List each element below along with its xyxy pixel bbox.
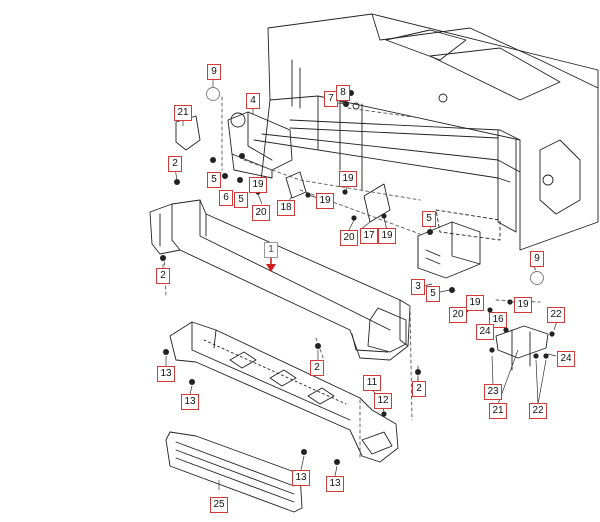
callout-part-13: 13: [157, 366, 175, 382]
callout-part-19: 19: [339, 171, 357, 187]
lower-absorber: [169, 321, 399, 463]
nut-icon: [351, 215, 357, 221]
callout-part-6: 6: [219, 190, 233, 206]
bolt-icon: [189, 379, 195, 385]
callout-part-8: 8: [336, 85, 350, 101]
bolt-icon: [543, 353, 549, 359]
callout-part-2: 2: [310, 360, 324, 376]
bolt-icon: [503, 327, 509, 333]
bolt-icon: [239, 153, 245, 159]
bracket-part-17: [363, 183, 391, 223]
bolt-icon: [315, 343, 321, 349]
bolt-icon: [549, 331, 555, 337]
callout-part-25: 25: [210, 497, 228, 513]
bolt-icon: [415, 369, 421, 375]
callout-part-21: 21: [489, 403, 507, 419]
bolt-icon: [160, 255, 166, 261]
bolt-icon: [381, 213, 387, 219]
callout-part-23: 23: [484, 384, 502, 400]
washer-icon: [530, 271, 544, 285]
bumper-reinforcement-bar: [149, 199, 411, 361]
bolt-icon: [237, 177, 243, 183]
bolt-icon: [174, 179, 180, 185]
bracket-assembly-right: [495, 325, 549, 371]
bracket-part-4: [227, 111, 293, 179]
callout-part-5: 5: [234, 192, 248, 208]
clip-icon: [489, 347, 495, 353]
bolt-icon: [334, 459, 340, 465]
callout-part-11: 11: [363, 375, 381, 391]
callout-part-2: 2: [412, 381, 426, 397]
vehicle-front-structure: [253, 13, 599, 251]
callout-part-21: 21: [174, 105, 192, 121]
bolt-icon: [533, 353, 539, 359]
callout-part-18: 18: [277, 200, 295, 216]
callout-part-13: 13: [292, 470, 310, 486]
callout-part-5: 5: [207, 172, 221, 188]
callout-part-17: 17: [360, 228, 378, 244]
bolt-icon: [301, 449, 307, 455]
washer-icon: [206, 87, 220, 101]
callout-part-20: 20: [252, 205, 270, 221]
nut-icon: [342, 189, 348, 195]
callout-part-19: 19: [316, 193, 334, 209]
callout-part-5: 5: [422, 211, 436, 227]
bracket-part-3: [417, 221, 481, 279]
clip-icon: [381, 411, 387, 417]
callout-part-2: 2: [156, 268, 170, 284]
callout-part-24: 24: [557, 351, 575, 367]
callout-part-9: 9: [530, 251, 544, 267]
callout-part-19: 19: [466, 295, 484, 311]
callout-part-2: 2: [168, 156, 182, 172]
callout-part-19: 19: [514, 297, 532, 313]
callout-part-9: 9: [207, 64, 221, 80]
callout-part-19: 19: [378, 228, 396, 244]
bracket-part-21-small: [175, 115, 201, 151]
callout-part-1: 1: [264, 242, 278, 258]
nut-icon: [487, 307, 493, 313]
bolt-icon: [222, 173, 228, 179]
callout-part-20: 20: [449, 307, 467, 323]
bolt-icon: [449, 287, 455, 293]
callout-part-22: 22: [547, 307, 565, 323]
bolt-icon: [163, 349, 169, 355]
callout-part-5: 5: [426, 286, 440, 302]
lower-grille-cover: [165, 431, 303, 513]
callout-part-20: 20: [340, 230, 358, 246]
callout-part-22: 22: [529, 403, 547, 419]
callout-part-4: 4: [246, 93, 260, 109]
bolt-icon: [427, 229, 433, 235]
callout-part-13: 13: [181, 394, 199, 410]
callout-part-19: 19: [249, 177, 267, 193]
callout-part-12: 12: [374, 393, 392, 409]
callout-part-3: 3: [411, 279, 425, 295]
bolt-icon: [210, 157, 216, 163]
callout-part-13: 13: [326, 476, 344, 492]
callout-part-24: 24: [476, 324, 494, 340]
